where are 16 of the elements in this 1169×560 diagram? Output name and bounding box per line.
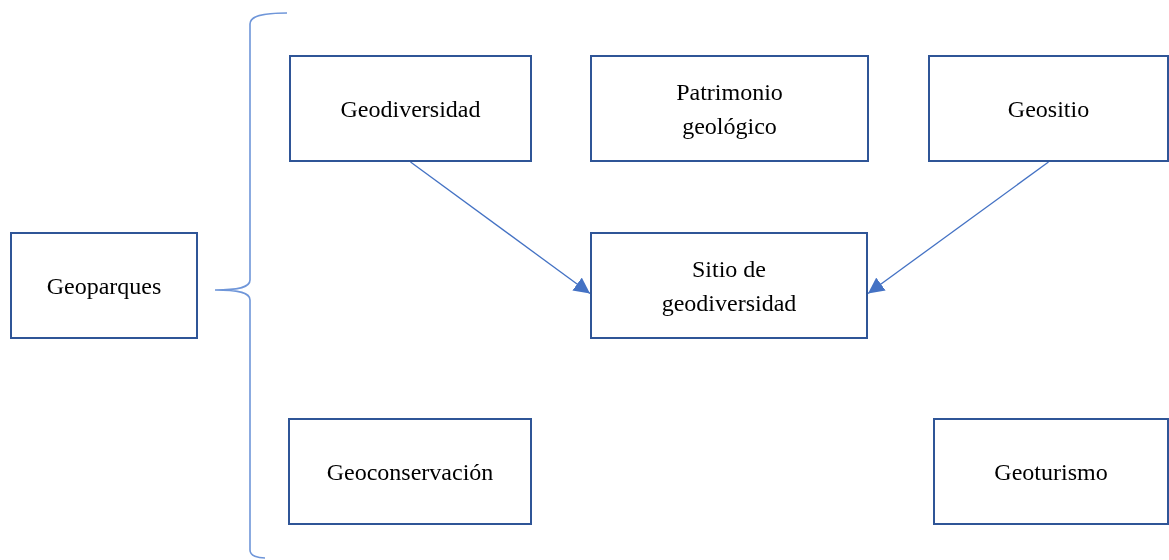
concept-box bbox=[10, 232, 198, 339]
node-label: Geositio bbox=[1006, 94, 1091, 124]
node-label: Sitio de geodiversidad bbox=[660, 254, 798, 318]
concept-box bbox=[933, 418, 1169, 525]
concept-box bbox=[288, 418, 532, 525]
concept-box bbox=[928, 55, 1169, 162]
concept-box bbox=[590, 55, 869, 162]
arrow bbox=[409, 161, 591, 295]
node-label: Geoconservación bbox=[325, 457, 495, 487]
node-label: Geoparques bbox=[45, 271, 163, 301]
node-label: Geoturismo bbox=[993, 457, 1109, 487]
node-label: Patrimonio geológico bbox=[675, 77, 784, 141]
concept-box bbox=[590, 232, 868, 339]
concept-box bbox=[289, 55, 532, 162]
node-label: Geodiversidad bbox=[339, 94, 482, 124]
arrow bbox=[867, 161, 1050, 295]
